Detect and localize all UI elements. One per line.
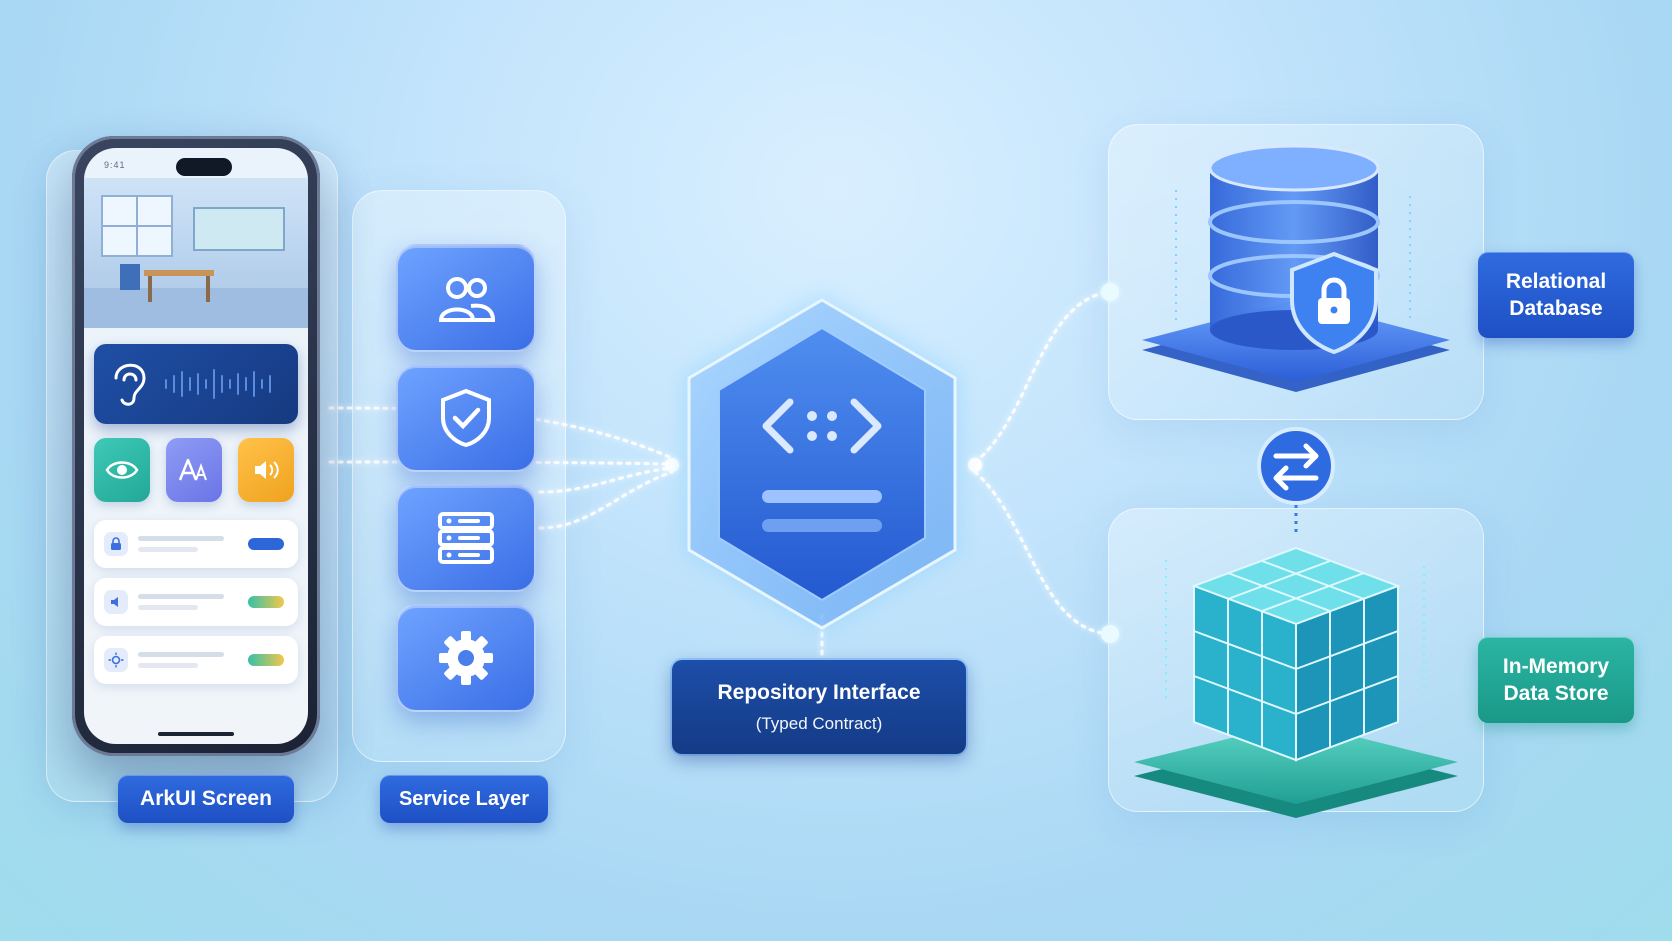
service-layer-label: Service Layer (380, 775, 548, 823)
repo-left-node (665, 458, 679, 472)
memory-connector-node (1101, 625, 1119, 643)
relational-db-line2: Database (1509, 297, 1603, 320)
vision-tile[interactable] (94, 438, 150, 502)
phone-screen: 9:41 (84, 148, 308, 744)
setting-row-brightness[interactable] (94, 636, 298, 684)
lock-shield-icon (1290, 251, 1378, 355)
contract-line-1 (762, 490, 882, 503)
flow-to-db (973, 290, 1112, 464)
db-particles (1175, 190, 1411, 320)
in-memory-line2: Data Store (1503, 682, 1609, 705)
database-cylinder-icon (1208, 144, 1380, 350)
in-memory-store-label: In-Memory Data Store (1478, 637, 1634, 723)
eye-icon (105, 461, 139, 479)
repository-subtitle: (Typed Contract) (755, 713, 883, 733)
repo-right-node (968, 458, 982, 472)
hearing-card[interactable] (94, 344, 298, 424)
code-dots (807, 411, 837, 441)
sync-arrows-icon (1257, 427, 1335, 505)
flow-to-memory (973, 470, 1112, 636)
setting-row-volume[interactable] (94, 578, 298, 626)
contract-line-2 (762, 519, 882, 532)
settings-service-tile[interactable] (396, 604, 536, 712)
in-memory-line1: In-Memory (1502, 654, 1610, 678)
waveform (165, 369, 271, 399)
sound-wave-icon (255, 461, 279, 479)
ear-icon (114, 363, 146, 406)
data-service-tile[interactable] (396, 484, 536, 592)
dynamic-island (176, 158, 232, 176)
speaker-icon (104, 590, 128, 614)
relational-db-line1: Relational (1505, 269, 1607, 293)
lock-icon (104, 532, 128, 556)
flow-line-4 (538, 470, 674, 530)
toggle-brightness[interactable] (248, 654, 284, 666)
text-size-icon (178, 458, 207, 481)
toggle-lock[interactable] (248, 538, 284, 550)
memory-platform-top (1134, 722, 1458, 804)
arkui-screen-label: ArkUI Screen (118, 775, 294, 823)
gear-icon (439, 631, 493, 685)
status-bar-time: 9:41 (104, 160, 126, 170)
brightness-icon (104, 648, 128, 672)
arkui-screen-label-text: ArkUI Screen (140, 787, 272, 811)
users-icon (438, 277, 496, 322)
classroom-image (84, 178, 308, 328)
server-list-icon (438, 512, 494, 564)
repository-interface-label: Repository Interface (Typed Contract) (672, 660, 966, 754)
home-indicator (158, 732, 234, 736)
repository-title: Repository Interface (717, 681, 921, 705)
shield-check-icon (441, 388, 491, 448)
users-service-tile[interactable] (396, 244, 536, 352)
flow-line-3 (538, 466, 674, 494)
text-size-tile[interactable] (166, 438, 222, 502)
toggle-volume[interactable] (248, 596, 284, 608)
phone-mockup: 9:41 (72, 136, 320, 756)
relational-database-label: Relational Database (1478, 252, 1634, 338)
code-brackets-icon (762, 398, 882, 454)
setting-row-lock[interactable] (94, 520, 298, 568)
security-service-tile[interactable] (396, 364, 536, 472)
service-layer-label-text: Service Layer (398, 788, 530, 810)
cube-grid-icon (1191, 546, 1401, 762)
sound-tile[interactable] (238, 438, 294, 502)
db-connector-node (1101, 283, 1119, 301)
